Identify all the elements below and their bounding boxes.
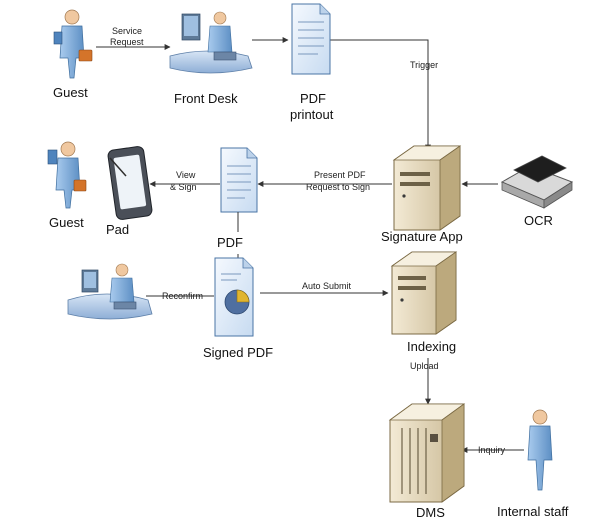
pdf-printout-document-icon xyxy=(291,3,331,75)
guest-mid-person-icon xyxy=(47,141,87,209)
front-desk-icon xyxy=(169,11,253,74)
guest-mid-label: Guest xyxy=(49,215,84,230)
reconfirm-desk-icon xyxy=(67,263,153,320)
edge-label-upload: Upload xyxy=(410,361,439,371)
dms-label: DMS xyxy=(416,505,445,520)
indexing-server-icon xyxy=(390,251,458,335)
edge-trigger xyxy=(330,39,431,151)
pdf-document-icon xyxy=(220,147,258,213)
dms-server-icon xyxy=(388,403,466,503)
front-desk-label: Front Desk xyxy=(174,91,238,106)
pdf-printout-label-1: PDF xyxy=(300,91,326,106)
edge-label-view-sign: View xyxy=(176,170,196,180)
edge-label-service-request-2: Request xyxy=(110,37,144,47)
internal-staff-label: Internal staff xyxy=(497,504,569,519)
signed-pdf-document-icon xyxy=(214,257,254,337)
pdf-printout-label-2: printout xyxy=(290,107,334,122)
edge-label-view-sign-2: & Sign xyxy=(170,182,197,192)
guest-top-label: Guest xyxy=(53,85,88,100)
ocr-scanner-icon xyxy=(500,155,574,209)
pad-tablet-icon xyxy=(107,146,153,220)
guest-top-person-icon xyxy=(53,9,93,79)
signature-app-label: Signature App xyxy=(381,229,463,244)
edge-label-present-pdf-2: Request to Sign xyxy=(306,182,370,192)
edge-label-inquiry: Inquiry xyxy=(478,445,506,455)
edge-label-reconfirm: Reconfirm xyxy=(162,291,203,301)
pad-label: Pad xyxy=(106,222,129,237)
edge-label-service-request: Service xyxy=(112,26,142,36)
edge-label-trigger: Trigger xyxy=(410,60,438,70)
ocr-label: OCR xyxy=(524,213,553,228)
edge-label-present-pdf: Present PDF xyxy=(314,170,366,180)
edge-label-auto-submit: Auto Submit xyxy=(302,281,352,291)
indexing-label: Indexing xyxy=(407,339,456,354)
signature-app-server-icon xyxy=(392,145,462,231)
internal-staff-person-icon xyxy=(527,409,553,491)
pdf-label: PDF xyxy=(217,235,243,250)
signed-pdf-label: Signed PDF xyxy=(203,345,273,360)
